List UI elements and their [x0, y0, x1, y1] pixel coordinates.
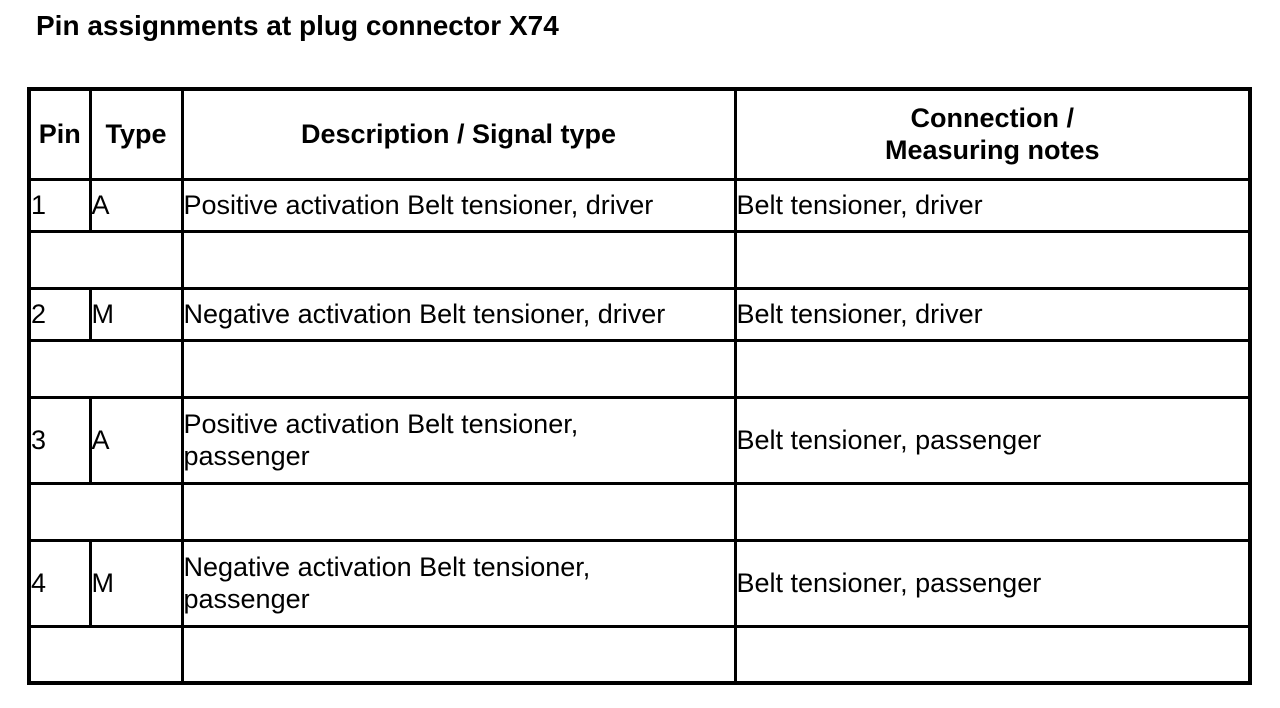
description-cell: Positive activation Belt tensioner, pass… — [180, 395, 737, 485]
spacer-connection-cell — [733, 338, 1252, 399]
spacer-pin-type-cell — [27, 624, 184, 685]
description-cell: Negative activation Belt tensioner, driv… — [180, 286, 737, 342]
connection-cell: Belt tensioner, passenger — [733, 395, 1252, 485]
pin-cell: 4 — [27, 538, 92, 628]
spacer-row — [27, 229, 1252, 290]
spacer-row — [27, 624, 1252, 685]
table-row-pin-1: 1 A Positive activation Belt tensioner, … — [27, 177, 1252, 233]
spacer-pin-type-cell — [27, 338, 184, 399]
page-title: Pin assignments at plug connector X74 — [36, 10, 559, 41]
spacer-pin-type-cell — [27, 481, 184, 542]
spacer-description-cell — [180, 624, 737, 685]
connection-cell: Belt tensioner, passenger — [733, 538, 1252, 628]
spacer-connection-cell — [733, 229, 1252, 290]
table-header-row: Pin Type Description / Signal type Conne… — [27, 87, 1252, 181]
table-row-pin-3: 3 A Positive activation Belt tensioner, … — [27, 395, 1252, 485]
pin-assignment-table: Pin Type Description / Signal type Conne… — [27, 87, 1252, 685]
type-cell: M — [88, 538, 184, 628]
column-header-connection: Connection / Measuring notes — [733, 87, 1252, 181]
spacer-connection-cell — [733, 624, 1252, 685]
table-row-pin-2: 2 M Negative activation Belt tensioner, … — [27, 286, 1252, 342]
pin-cell: 2 — [27, 286, 92, 342]
description-cell: Positive activation Belt tensioner, driv… — [180, 177, 737, 233]
column-header-pin: Pin — [27, 87, 92, 181]
spacer-pin-type-cell — [27, 229, 184, 290]
connection-cell: Belt tensioner, driver — [733, 177, 1252, 233]
description-cell: Negative activation Belt tensioner, pass… — [180, 538, 737, 628]
pin-cell: 1 — [27, 177, 92, 233]
type-cell: A — [88, 395, 184, 485]
spacer-description-cell — [180, 338, 737, 399]
type-cell: M — [88, 286, 184, 342]
table-row-pin-4: 4 M Negative activation Belt tensioner, … — [27, 538, 1252, 628]
spacer-connection-cell — [733, 481, 1252, 542]
pin-cell: 3 — [27, 395, 92, 485]
spacer-description-cell — [180, 481, 737, 542]
column-header-description: Description / Signal type — [180, 87, 737, 181]
spacer-description-cell — [180, 229, 737, 290]
type-cell: A — [88, 177, 184, 233]
column-header-type: Type — [88, 87, 184, 181]
connection-cell: Belt tensioner, driver — [733, 286, 1252, 342]
spacer-row — [27, 481, 1252, 542]
spacer-row — [27, 338, 1252, 399]
